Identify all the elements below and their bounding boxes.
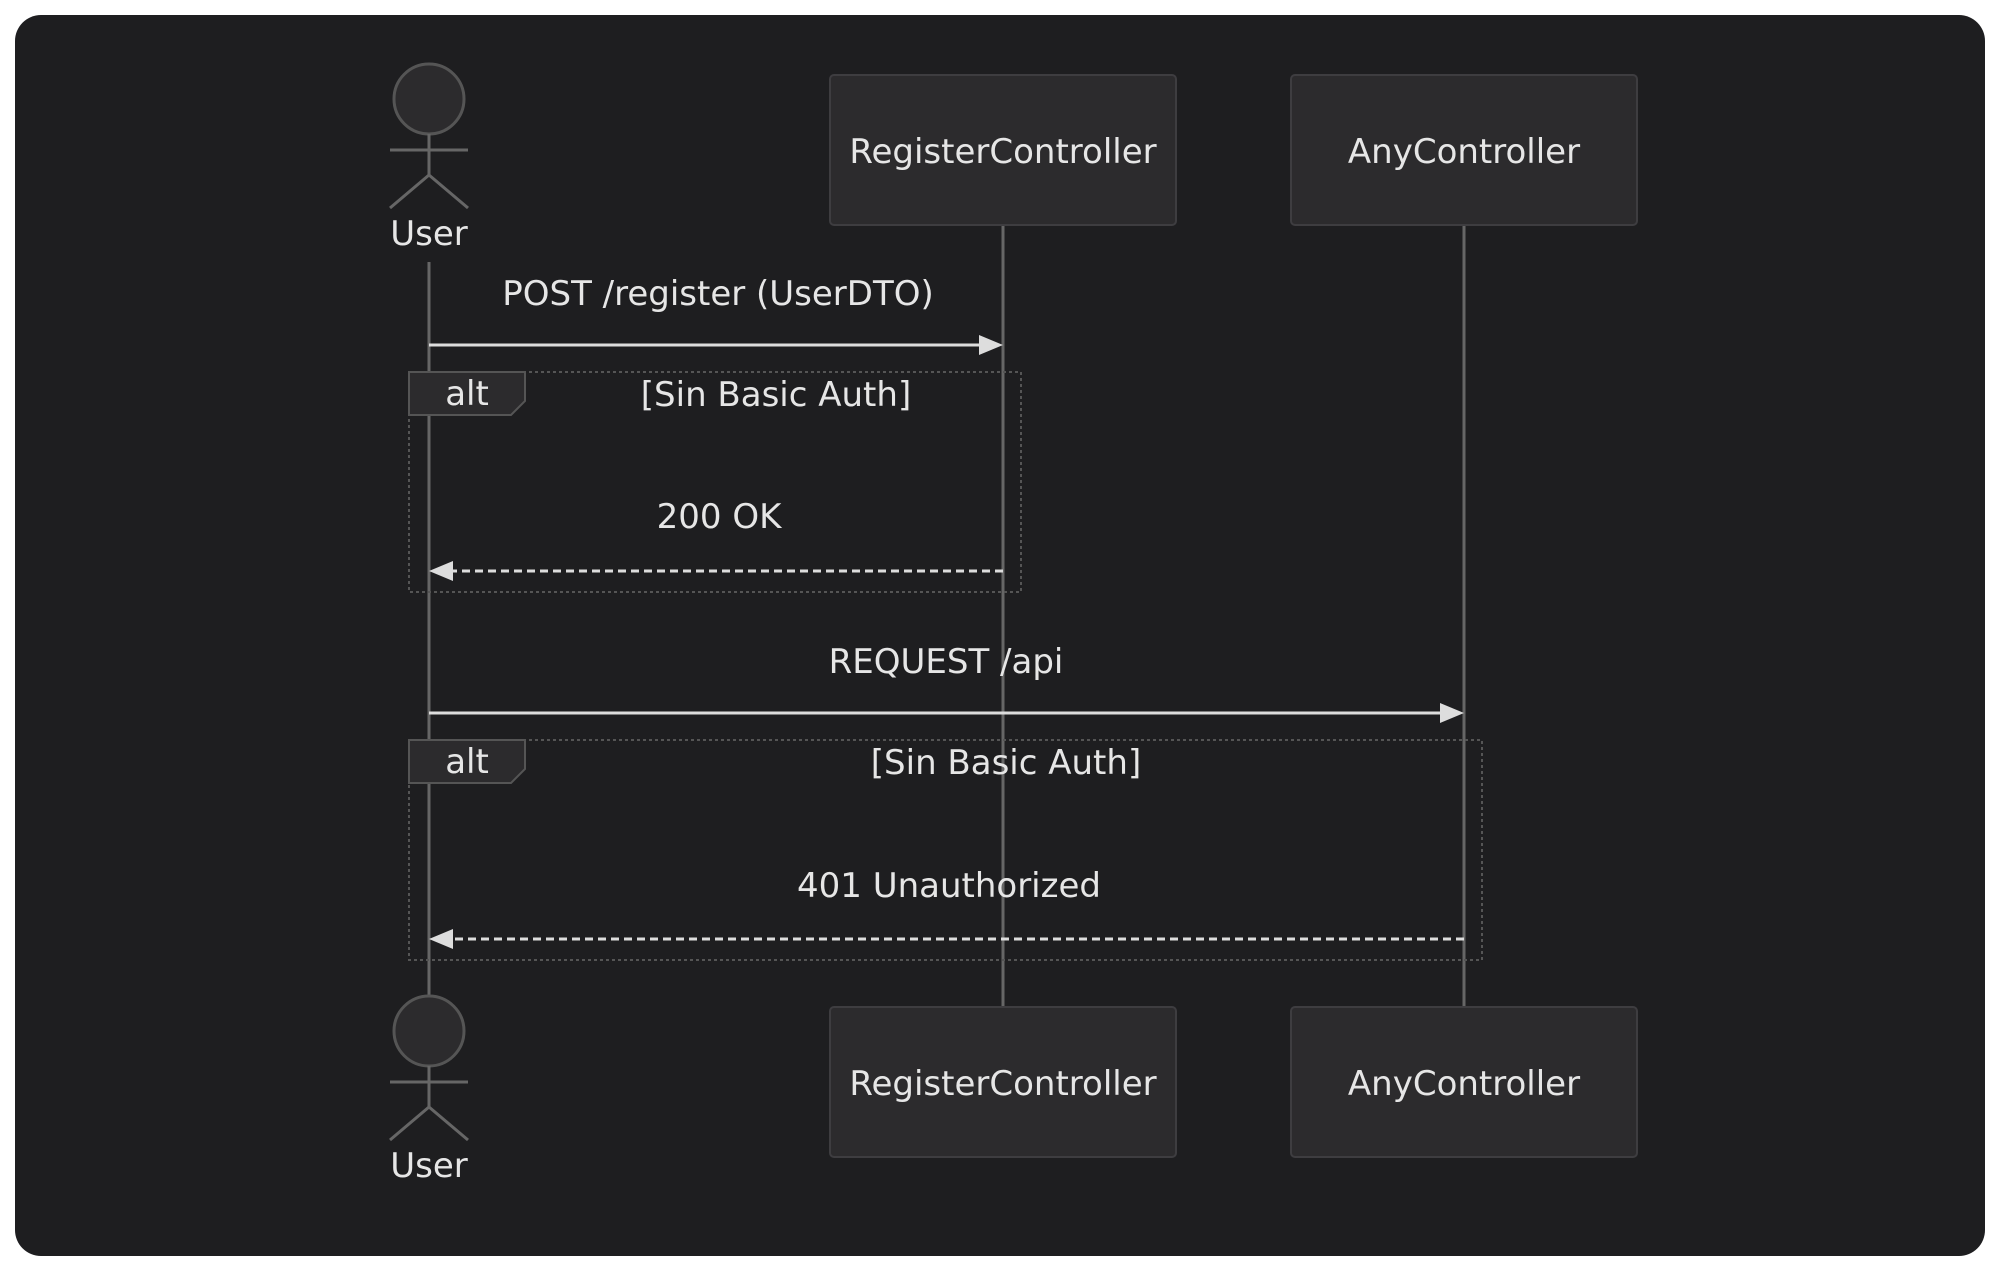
participant-any-top-label: AnyController <box>1348 132 1580 172</box>
arrowhead <box>1440 703 1464 723</box>
actor-user-top-label: User <box>390 214 468 254</box>
arrowhead <box>979 335 1003 355</box>
participant-register-bottom-label: RegisterController <box>849 1064 1156 1104</box>
alt-fragment-kind: alt <box>445 742 489 782</box>
arrowhead <box>429 929 453 949</box>
arrowhead <box>429 561 453 581</box>
message-label: 401 Unauthorized <box>797 866 1101 906</box>
alt-fragment-kind: alt <box>445 374 489 414</box>
actor-user-bottom: User <box>389 994 469 1186</box>
alt-fragment-condition: [Sin Basic Auth] <box>871 743 1141 783</box>
alt-fragment <box>408 371 1022 593</box>
participant-register-bottom: RegisterController <box>829 1006 1177 1158</box>
message-label: POST /register (UserDTO) <box>502 274 934 314</box>
message-label: 200 OK <box>657 497 783 537</box>
alt-fragment <box>408 739 1483 961</box>
sequence-diagram: User RegisterController AnyController PO… <box>389 62 1638 1186</box>
diagram-canvas: User RegisterController AnyController PO… <box>15 15 1985 1256</box>
participant-register-top-label: RegisterController <box>849 132 1156 172</box>
alt-fragment-tag <box>408 739 526 784</box>
participant-register-top: RegisterController <box>829 74 1177 226</box>
alt-fragment-tag <box>408 371 526 416</box>
message-label: REQUEST /api <box>829 642 1064 682</box>
actor-user-top: User <box>389 62 469 254</box>
participant-any-bottom-label: AnyController <box>1348 1064 1580 1104</box>
actor-user-bottom-label: User <box>390 1146 468 1186</box>
alt-fragment-condition: [Sin Basic Auth] <box>641 375 911 415</box>
participant-any-top: AnyController <box>1290 74 1638 226</box>
participant-any-bottom: AnyController <box>1290 1006 1638 1158</box>
